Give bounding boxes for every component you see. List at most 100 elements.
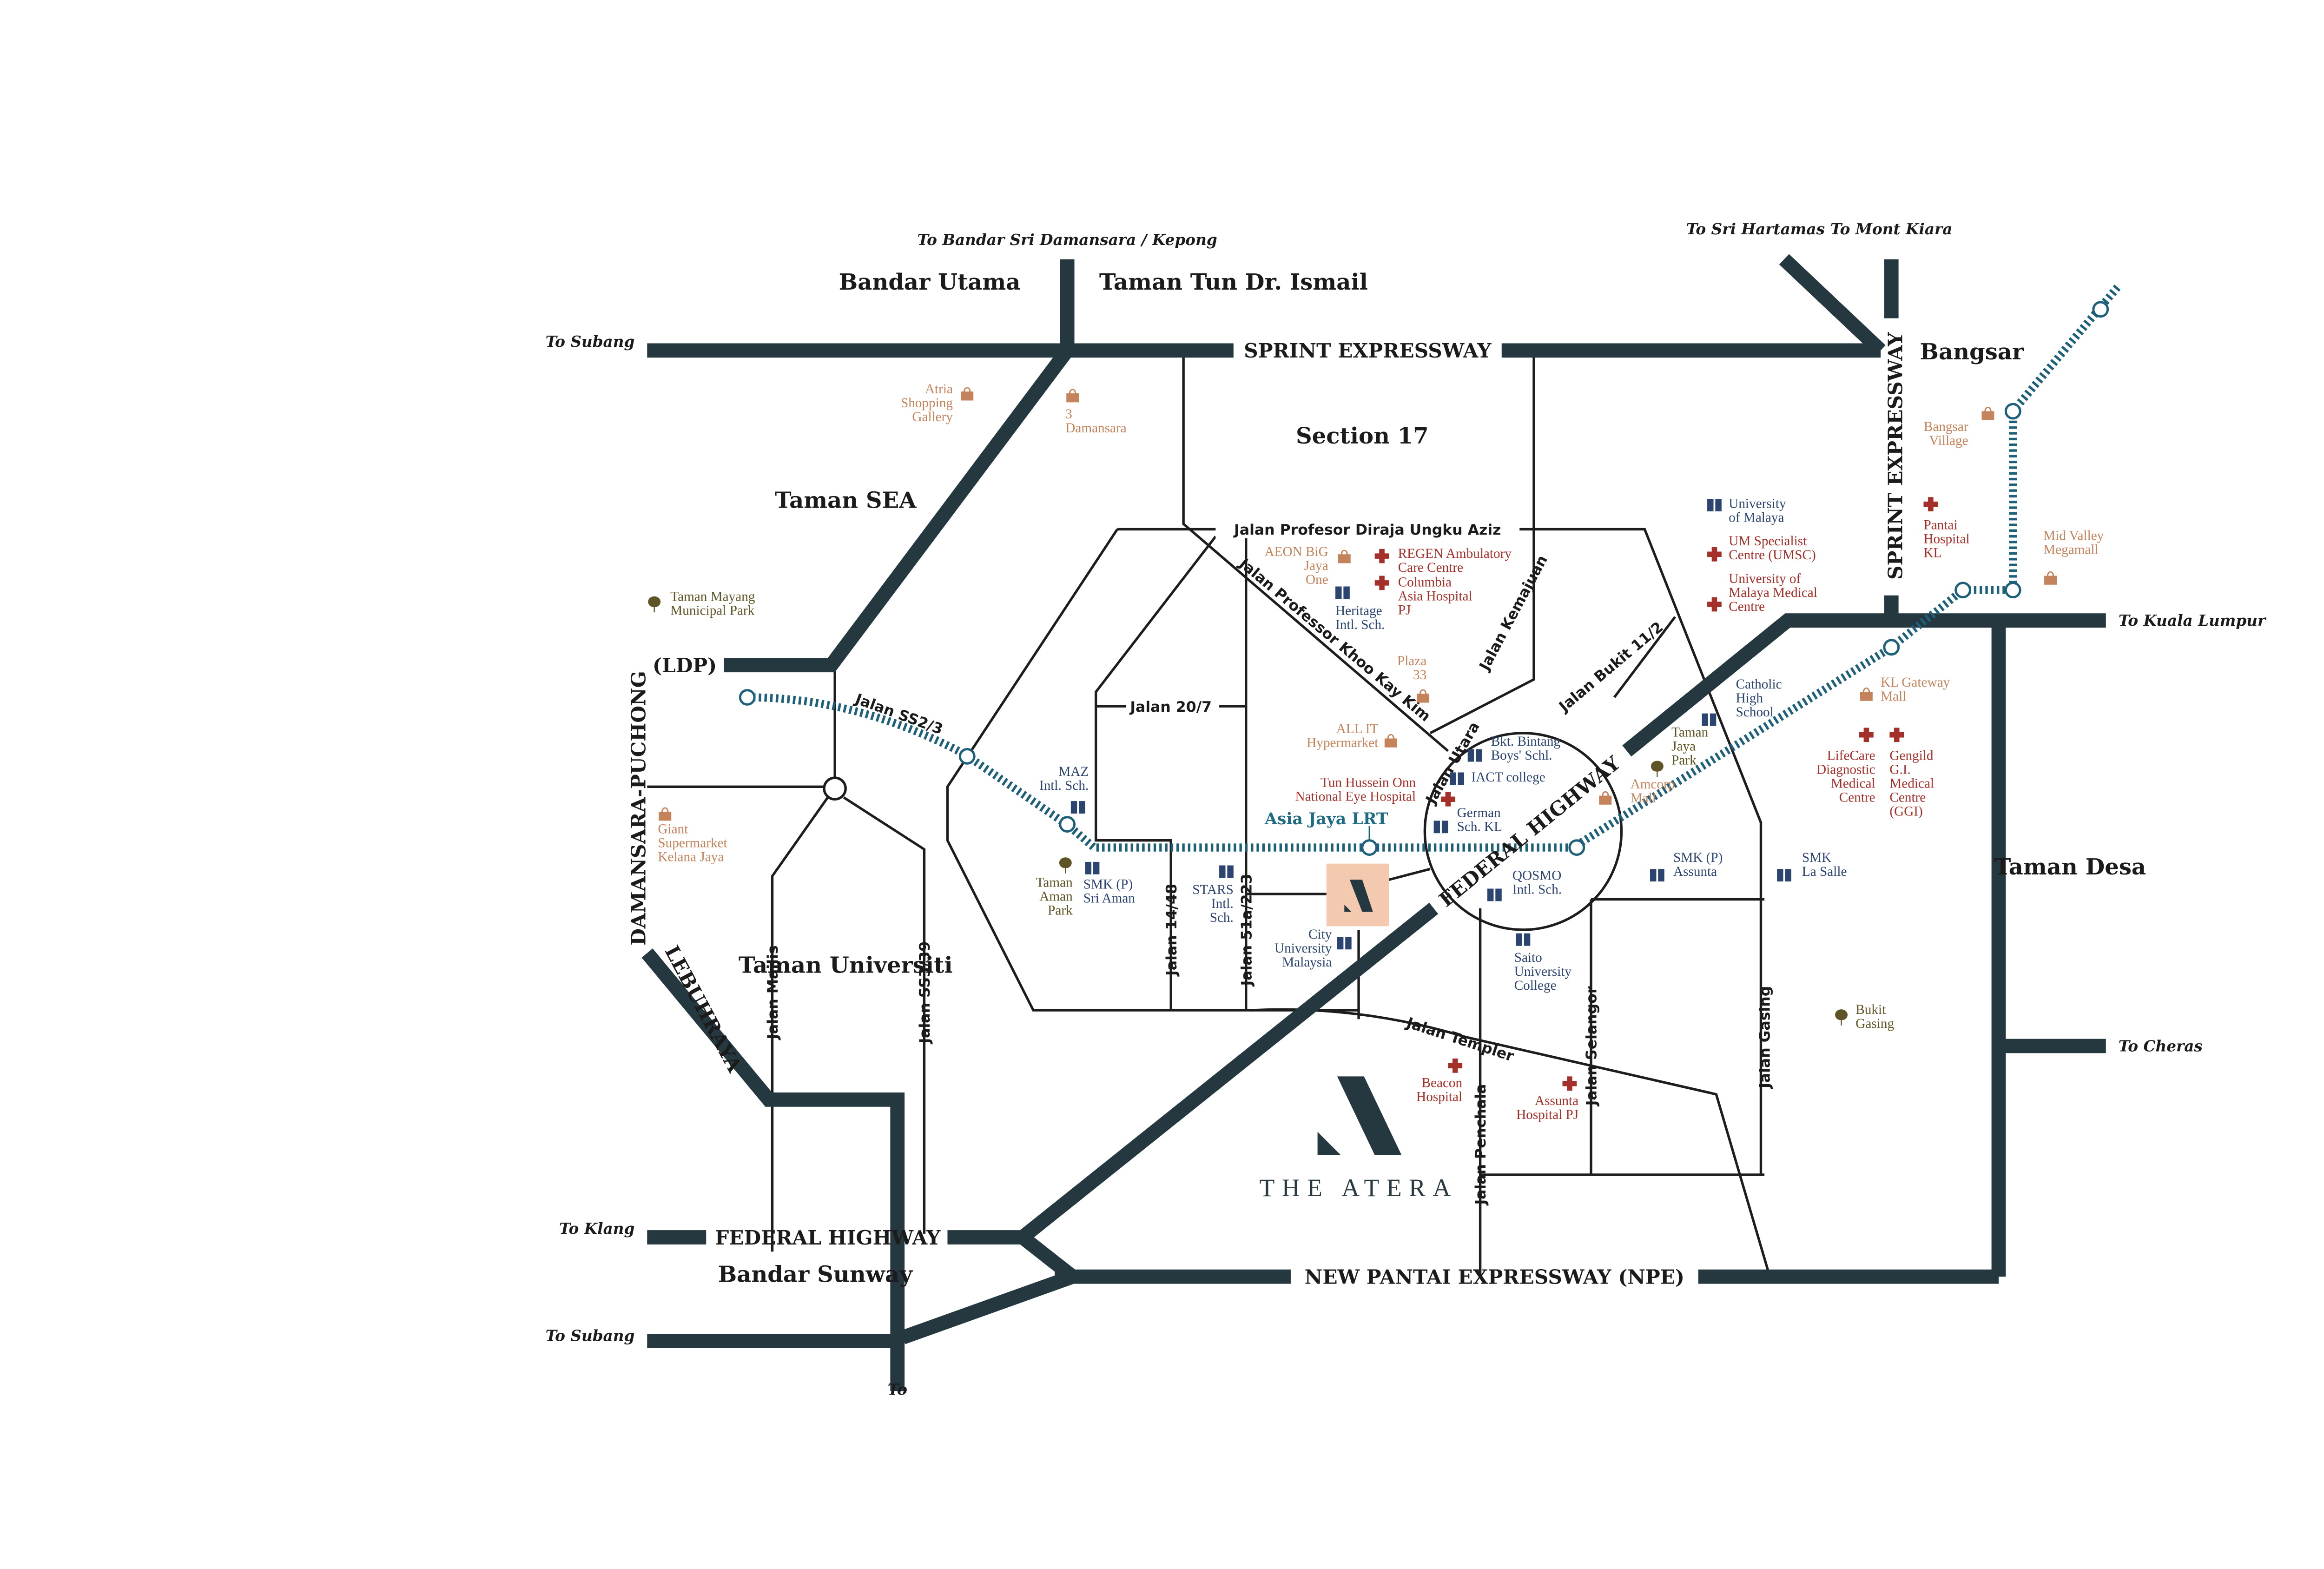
lrt-station[interactable] xyxy=(1059,816,1076,833)
school-poi[interactable]: SMK (P)Assunta xyxy=(1650,850,1723,882)
label-line: Assunta xyxy=(1673,864,1717,879)
lrt-station[interactable] xyxy=(2004,582,2021,599)
atera-logo-icon xyxy=(1317,1076,1402,1155)
label-line: High xyxy=(1736,691,1763,706)
the-atera-marker[interactable] xyxy=(1326,863,1389,927)
road-label: Jalan Gasing xyxy=(1757,986,1774,1089)
area-label: Taman Desa xyxy=(1994,854,2146,880)
label-line: SMK xyxy=(1802,850,1831,865)
direction-labels: To Bandar Sri Damansara / Kepong To Suba… xyxy=(546,220,2267,1398)
label-line: Bkt. Bintang xyxy=(1491,734,1561,749)
tree-icon xyxy=(648,596,661,613)
medical-cross-icon xyxy=(1707,597,1722,612)
medical-cross-icon xyxy=(1374,549,1389,563)
label-line: Centre xyxy=(1839,790,1875,805)
lrt-station[interactable] xyxy=(1954,582,1971,599)
school-poi[interactable]: SMK (P)Sri Aman xyxy=(1083,861,1136,906)
tree-icon xyxy=(1835,1009,1848,1026)
label-line: Atria xyxy=(925,382,953,397)
label-line: Damansara xyxy=(1065,421,1126,436)
label-line: Sch. xyxy=(1210,910,1234,925)
lrt-station[interactable] xyxy=(1568,839,1585,856)
lrt-station[interactable] xyxy=(2004,403,2021,420)
label-line: Pantai xyxy=(1923,517,1957,532)
area-label: Taman Universiti xyxy=(739,952,953,978)
label-line: (GGI) xyxy=(1889,804,1922,819)
label-line: STARS xyxy=(1192,882,1234,897)
label-line: REGEN Ambulatory xyxy=(1398,546,1512,561)
label-line: Taman xyxy=(1671,725,1708,740)
label-line: City xyxy=(1308,927,1332,942)
lrt-station[interactable] xyxy=(958,748,976,765)
medical-cross-icon xyxy=(1441,792,1455,807)
book-icon xyxy=(1337,937,1352,950)
label-line: LifeCare xyxy=(1827,748,1875,763)
school-poi[interactable]: IACT college xyxy=(1450,770,1545,785)
direction-label: To Cheras xyxy=(2119,1037,2203,1055)
label-line: 3 xyxy=(1065,407,1072,422)
label-line: Intl. Sch. xyxy=(1039,778,1089,793)
direction-label: To Sri Hartamas xyxy=(1686,220,1825,238)
label-line: Village xyxy=(1929,433,1968,448)
lrt-station[interactable] xyxy=(739,689,756,706)
direction-label: To Bandar Sri Damansara / Kepong xyxy=(918,231,1217,249)
lrt-station-asia-jaya[interactable] xyxy=(1361,839,1378,856)
direction-label: To Klang xyxy=(559,1219,634,1238)
lrt-station[interactable] xyxy=(1883,639,1900,656)
lrt-station[interactable] xyxy=(2092,301,2109,318)
label-line: Centre xyxy=(1889,790,1926,805)
label-line: Mid Valley xyxy=(2043,529,2104,543)
tree-icon xyxy=(1651,761,1664,777)
shopping-bag-icon xyxy=(1981,407,1994,420)
shopping-bag-icon xyxy=(1599,791,1612,805)
label-line: University xyxy=(1729,496,1786,511)
